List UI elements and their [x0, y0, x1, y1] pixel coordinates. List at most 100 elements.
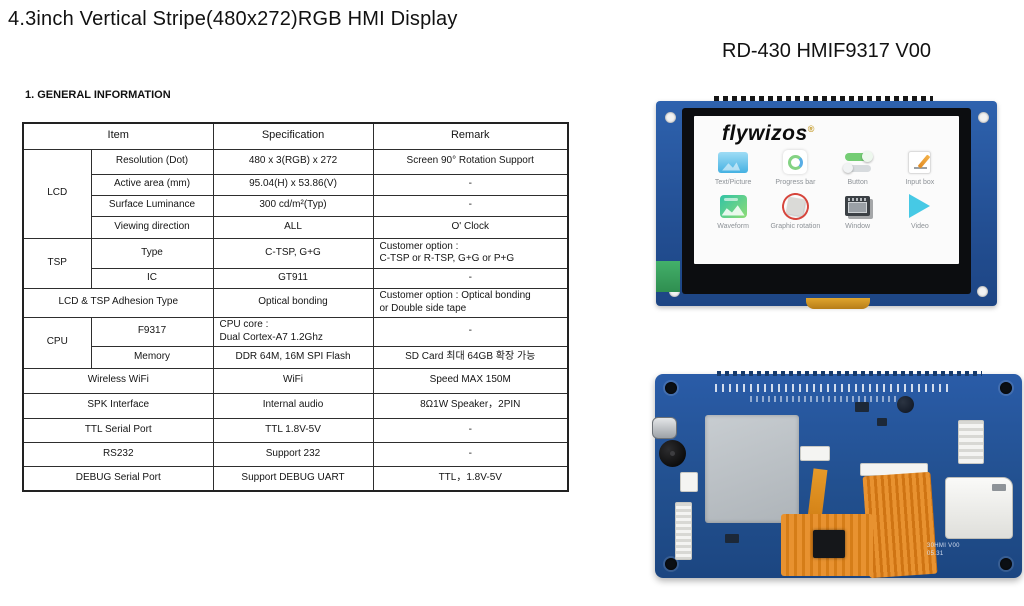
cell-remark: SD Card 최대 64GB 확장 가능 — [372, 345, 569, 369]
cell-remark: Customer option : C-TSP or R-TSP, G+G or… — [372, 237, 569, 269]
demo-item-graphic-rotation: Graphic rotation — [764, 193, 826, 230]
cell-remark: TTL，1.8V-5V — [372, 465, 569, 492]
micro-sd-slot — [945, 477, 1013, 539]
ffc-connector — [675, 502, 692, 560]
cell-spec: Support 232 — [212, 441, 374, 467]
icon-label: Graphic rotation — [770, 223, 821, 230]
header-specification: Specification — [212, 122, 374, 150]
group-tsp: TSP — [22, 237, 92, 289]
icon-label: Video — [910, 223, 929, 230]
gold-flex-cable — [806, 298, 870, 309]
section-heading: 1. GENERAL INFORMATION — [25, 89, 171, 101]
cell-spec: TTL 1.8V-5V — [212, 417, 374, 443]
usb-c-connector — [652, 417, 677, 439]
side-connector — [958, 420, 984, 464]
cell-item: Resolution (Dot) — [90, 148, 214, 175]
table-row: LCD & TSP Adhesion Type Optical bonding … — [22, 287, 569, 318]
flywizos-logo: flywizos® — [722, 122, 815, 145]
front-photo-display-module: flywizos® Text/Picture Progress bar Butt… — [656, 96, 997, 310]
touch-controller-chip — [813, 530, 845, 558]
orange-ribbon-cable — [862, 471, 938, 579]
picture-icon — [718, 151, 749, 173]
cell-remark: - — [372, 194, 569, 217]
icon-label: Progress bar — [775, 179, 816, 186]
waveform-icon — [719, 194, 747, 218]
table-row: CPU F9317 CPU core : Dual Cortex-A7 1.2G… — [22, 316, 569, 369]
group-cpu: CPU — [22, 316, 92, 369]
metal-shield — [705, 415, 799, 523]
demo-item-video: Video — [889, 193, 951, 230]
table-header-row: Item Specification Remark — [22, 122, 569, 150]
icon-label: Text/Picture — [714, 179, 752, 186]
demo-item-waveform: Waveform — [702, 193, 764, 230]
demo-item-window: Window — [827, 193, 889, 230]
cell-spec: Support DEBUG UART — [212, 465, 374, 492]
solder-pad-row — [750, 396, 900, 402]
cell-remark: - — [372, 316, 569, 347]
mounting-hole — [978, 112, 989, 123]
table-row: Active area (mm) 95.04(H) x 53.86(V) - — [23, 173, 569, 196]
icon-label: Window — [845, 223, 871, 230]
cell-spec: CPU core : Dual Cortex-A7 1.2Ghz — [212, 316, 374, 347]
castellated-edge — [717, 371, 982, 376]
cell-spec: Internal audio — [212, 392, 374, 419]
cell-remark: Customer option : Optical bonding or Dou… — [372, 287, 569, 318]
cell-item: Memory — [90, 345, 214, 369]
pencil-icon — [908, 150, 932, 174]
cell-spec: ALL — [212, 215, 374, 239]
page-title: 4.3inch Vertical Stripe(480x272)RGB HMI … — [8, 8, 458, 30]
cell-item: IC — [90, 267, 214, 289]
mounting-hole — [665, 382, 677, 394]
green-connector — [656, 261, 680, 292]
ic-chip — [725, 534, 739, 543]
back-photo-pcb: 30HMI V00 05.31 — [652, 371, 1022, 579]
cell-spec: GT911 — [212, 267, 374, 289]
cell-remark: - — [372, 173, 569, 196]
cell-remark: Speed MAX 150M — [372, 367, 569, 394]
mounting-hole — [977, 286, 988, 297]
mounting-hole — [1000, 382, 1012, 394]
ic-chip — [877, 418, 887, 426]
table-row: SPK Interface Internal audio 8Ω1W Speake… — [22, 392, 569, 419]
icon-label: Button — [847, 179, 868, 186]
display-bezel: flywizos® Text/Picture Progress bar Butt… — [682, 108, 971, 294]
demo-item-progress-bar: Progress bar — [764, 149, 826, 186]
capacitor — [897, 396, 914, 413]
table-row: DEBUG Serial Port Support DEBUG UART TTL… — [22, 465, 569, 492]
mounting-hole — [665, 112, 676, 123]
demo-item-button: Button — [827, 149, 889, 186]
cell-item: Viewing direction — [90, 215, 214, 239]
white-connector — [680, 472, 698, 492]
progress-ring-icon — [783, 150, 808, 174]
table-row: LCD Resolution (Dot) 480 x 3(RGB) x 272 … — [22, 148, 569, 239]
silkscreen-text: 30HMI V00 05.31 — [927, 543, 960, 558]
pin-header-teeth — [714, 96, 933, 104]
cell-item: Active area (mm) — [90, 173, 214, 196]
icon-label: Input box — [905, 179, 935, 186]
demo-icon-grid: Text/Picture Progress bar Button Input b… — [694, 149, 959, 230]
cell-item: Surface Luminance — [90, 194, 214, 217]
cell-spec: 95.04(H) x 53.86(V) — [212, 173, 374, 196]
cell-spec: 480 x 3(RGB) x 272 — [212, 148, 374, 175]
cell-item: Wireless WiFi — [22, 367, 214, 394]
window-icon — [845, 196, 871, 216]
table-row: Viewing direction ALL O' Clock — [23, 215, 569, 239]
cell-spec: Optical bonding — [212, 287, 374, 318]
play-icon — [909, 194, 931, 218]
header-remark: Remark — [372, 122, 569, 150]
mounting-hole — [1000, 558, 1012, 570]
ic-chip — [855, 402, 869, 412]
mounting-hole — [665, 558, 677, 570]
white-connector — [800, 446, 830, 461]
display-screen: flywizos® Text/Picture Progress bar Butt… — [694, 116, 959, 264]
toggle-slider-icon — [842, 150, 873, 173]
cell-item: SPK Interface — [22, 392, 214, 419]
cell-remark: - — [372, 441, 569, 467]
demo-item-text-picture: Text/Picture — [702, 149, 764, 186]
cell-item: DEBUG Serial Port — [22, 465, 214, 492]
cell-item: Type — [90, 237, 214, 269]
cell-spec: DDR 64M, 16M SPI Flash — [212, 345, 374, 369]
cell-item: TTL Serial Port — [22, 417, 214, 443]
group-lcd: LCD — [22, 148, 92, 239]
